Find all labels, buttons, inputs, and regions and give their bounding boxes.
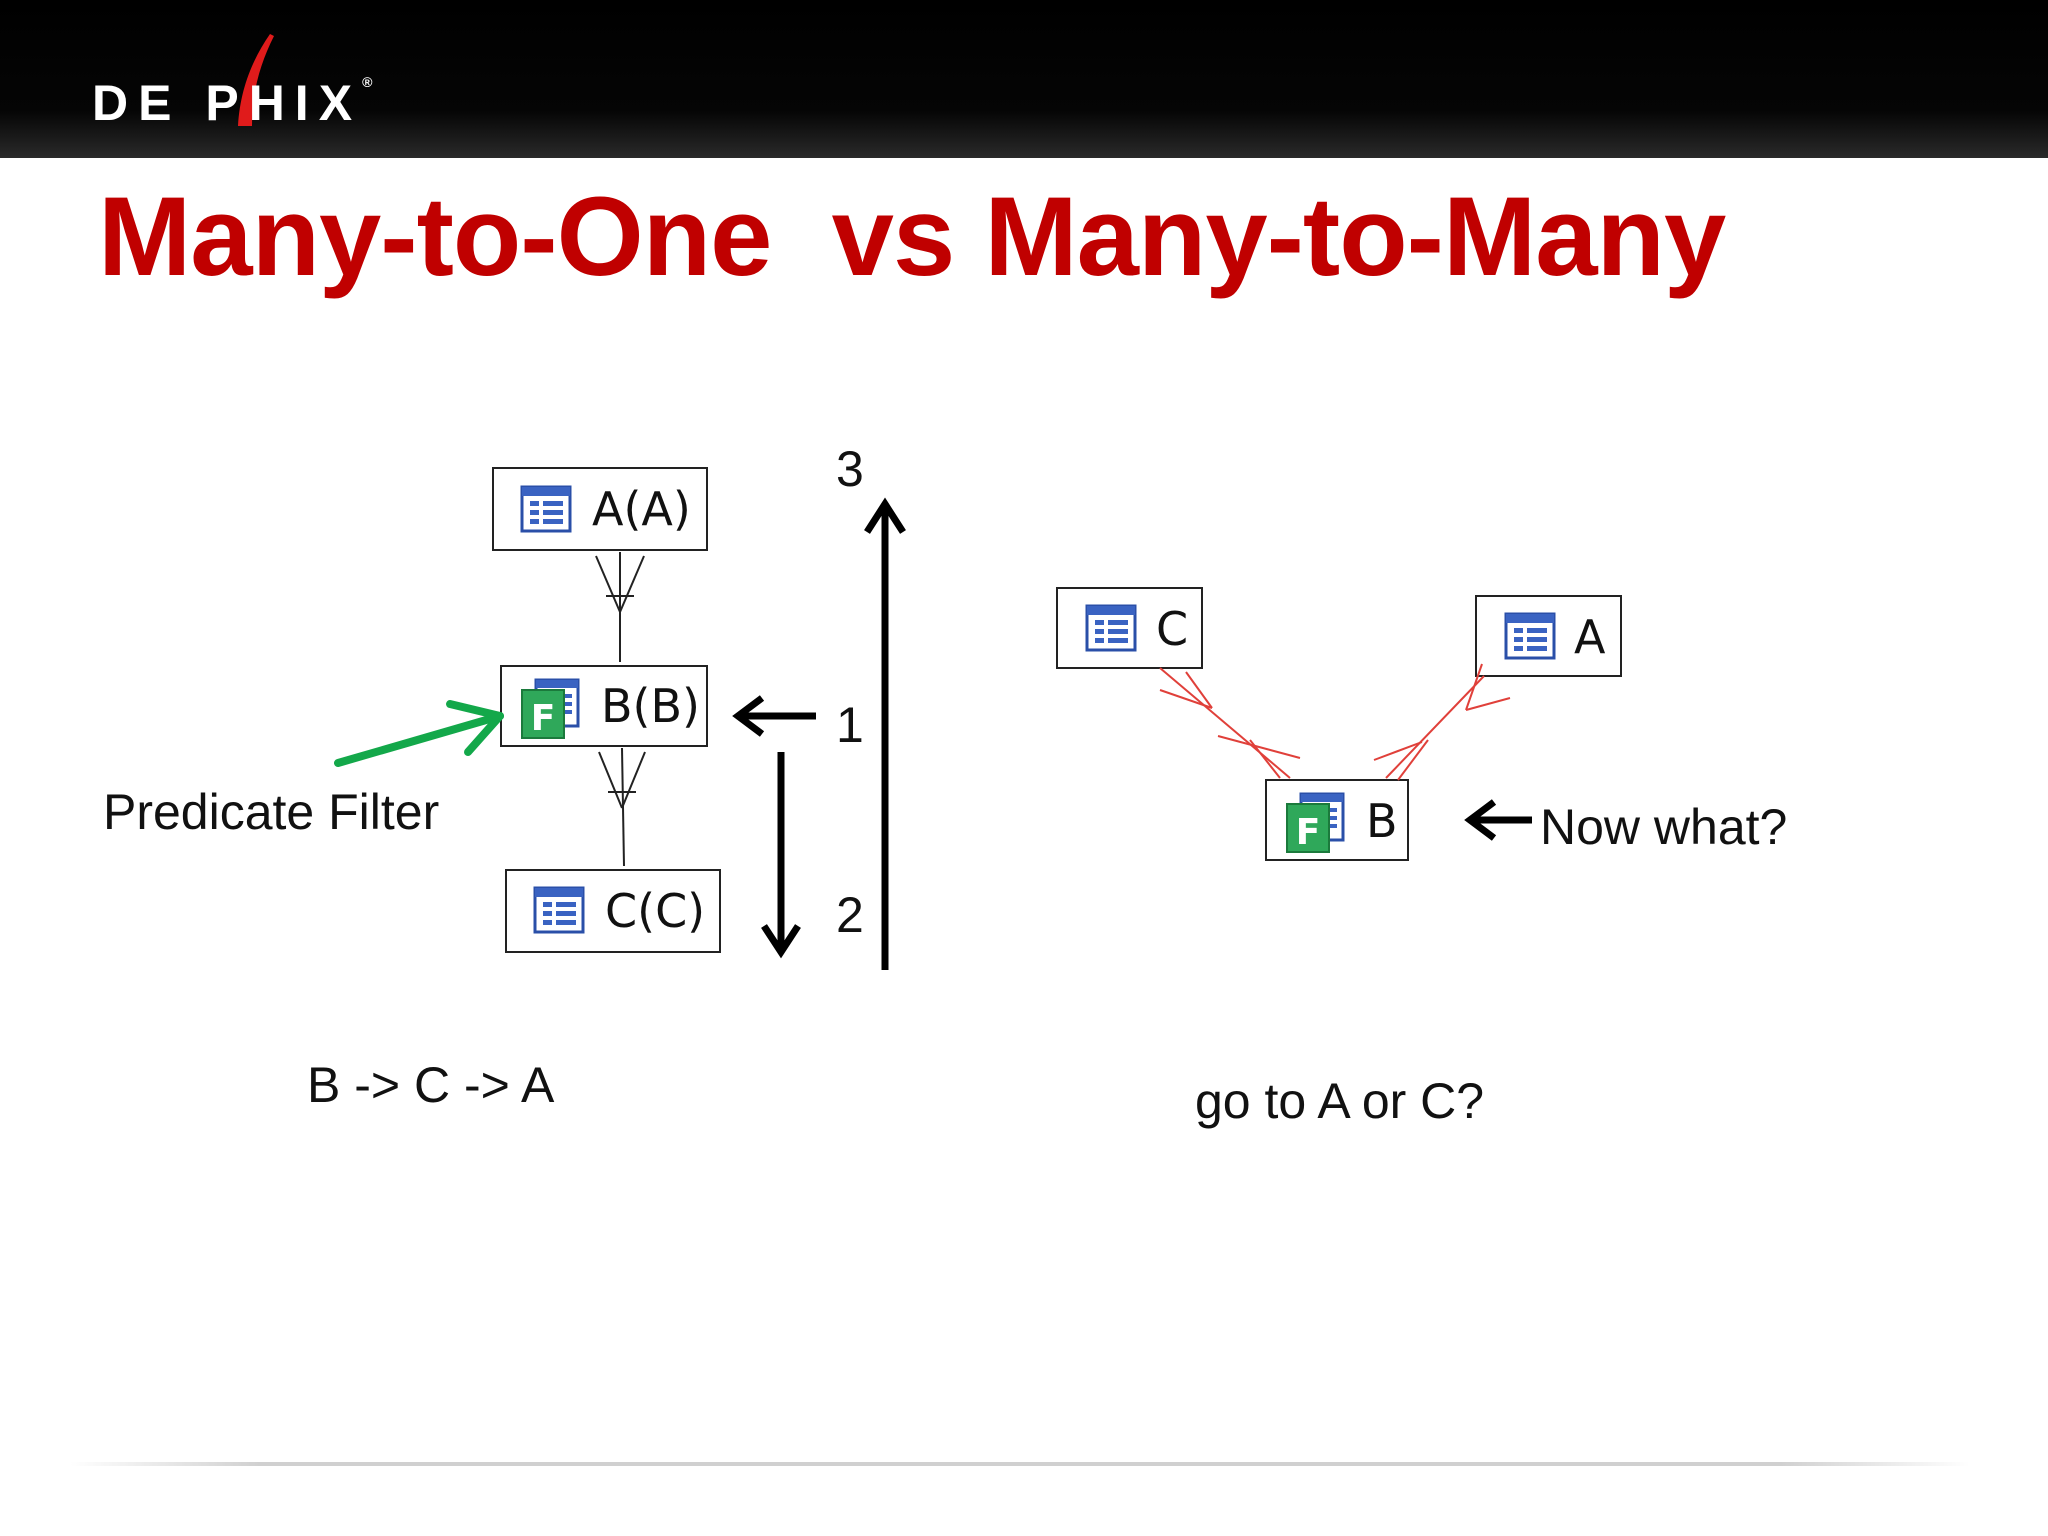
table-icon: [533, 886, 585, 934]
node-b-label: B(B): [601, 679, 701, 733]
footer-divider: [70, 1462, 1970, 1466]
logo: DE PHIX®: [92, 74, 372, 132]
step-3-arrow: [864, 497, 906, 970]
step-3-label: 3: [836, 441, 864, 497]
now-what-arrow: [1464, 799, 1532, 841]
table-icon: [1085, 604, 1137, 652]
node-a-label: A(A): [592, 482, 691, 536]
table-icon: [520, 485, 572, 533]
connector-a-b-right: [1373, 663, 1511, 781]
choice-caption: go to A or C?: [1195, 1073, 1485, 1129]
predicate-filter-arrow: [334, 700, 504, 767]
step-2-label: 2: [836, 887, 864, 943]
step-1-arrow: [732, 695, 816, 737]
connector-b-c: [598, 747, 646, 867]
connector-a-b: [595, 552, 645, 662]
header-bar: DE PHIX®: [0, 0, 2048, 158]
now-what-label: Now what?: [1540, 799, 1788, 855]
step-1-label: 1: [836, 697, 864, 753]
connector-c-b-right: [1159, 667, 1301, 779]
predicate-filter-label: Predicate Filter: [103, 784, 440, 840]
node-c-label: C(C): [605, 884, 706, 938]
logo-mark-icon: [238, 34, 274, 126]
logo-text: DE PHIX: [92, 75, 363, 131]
logo-registered-mark: ®: [362, 74, 373, 90]
traversal-order-text: B -> C -> A: [307, 1057, 555, 1113]
slide-title: Many-to-One vs Many-to-Many: [98, 174, 1726, 299]
table-icon: [1504, 612, 1556, 660]
node-c-label-right: C: [1156, 602, 1189, 656]
node-b-label-right: B: [1366, 794, 1398, 848]
step-2-arrow: [761, 752, 801, 959]
node-a-label-right: A: [1574, 610, 1606, 664]
